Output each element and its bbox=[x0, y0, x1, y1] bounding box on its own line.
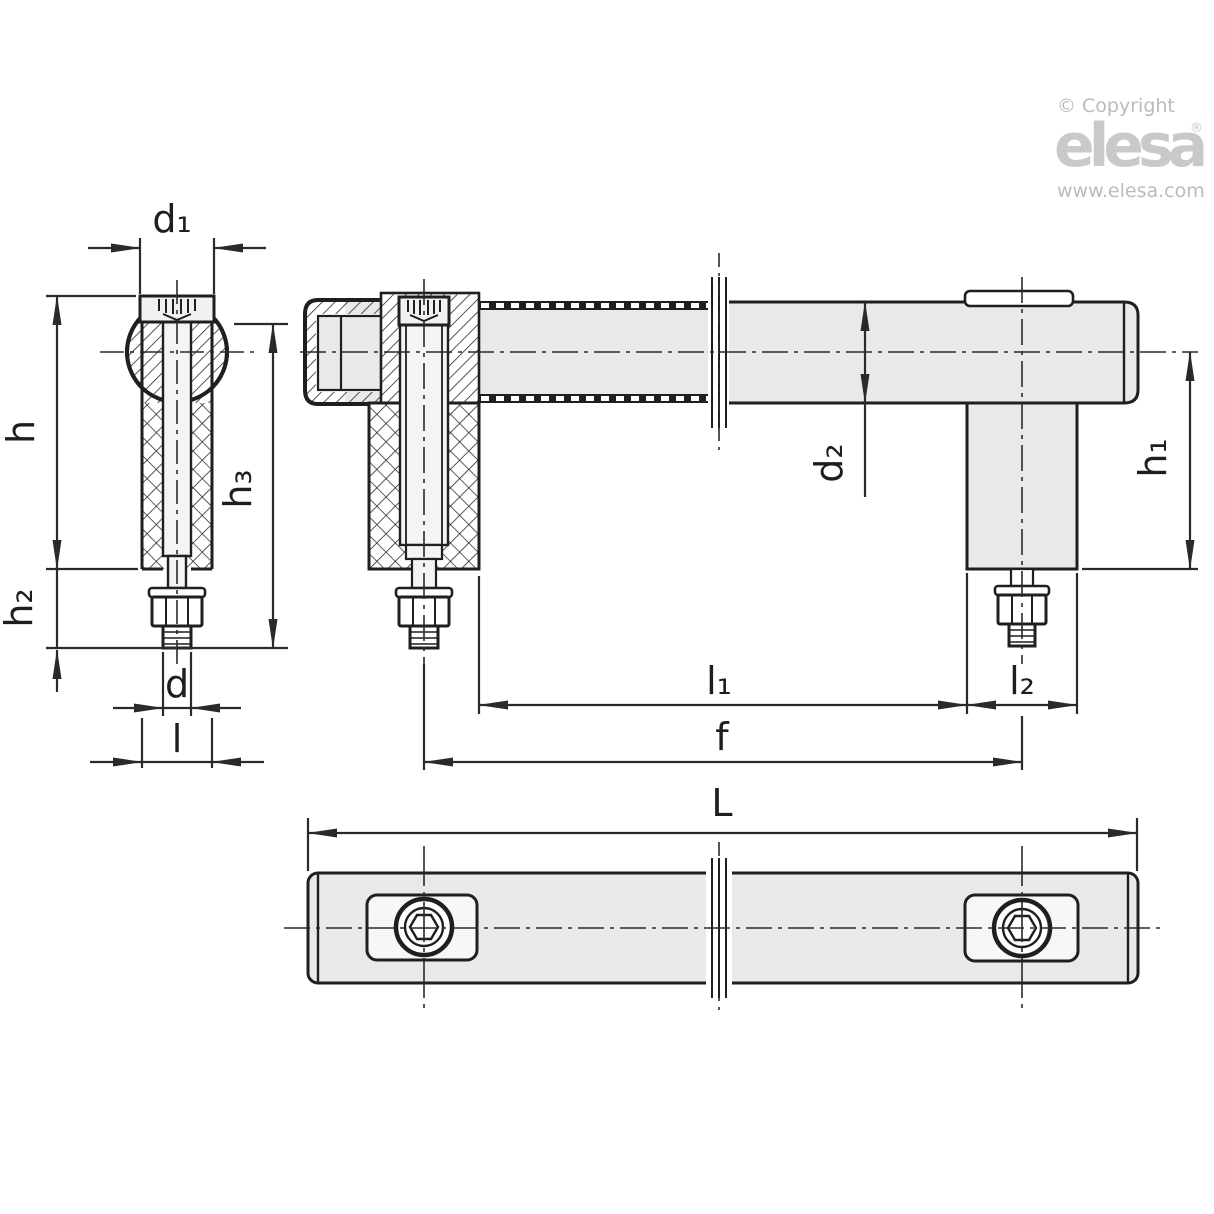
dim-h1: h₁ bbox=[1082, 351, 1198, 571]
centerlines bbox=[284, 846, 1164, 1010]
dim-h2: h₂ bbox=[0, 569, 288, 692]
dim-l1: l₁ bbox=[477, 573, 969, 714]
elesa-logo: © Copyright elesa ® www.elesa.com bbox=[1054, 95, 1210, 202]
dim-d: d bbox=[113, 652, 241, 716]
grip-knurl-bottom bbox=[479, 394, 708, 403]
dim-label-d1: d₁ bbox=[152, 197, 191, 241]
top-view bbox=[284, 842, 1164, 1014]
top-plate bbox=[963, 289, 1075, 308]
brand-wordmark: elesa bbox=[1054, 111, 1204, 181]
dim-label-l1: l₁ bbox=[706, 659, 732, 703]
side-view: d₁ h h₂ h₃ d bbox=[0, 197, 288, 768]
side-view-part bbox=[100, 280, 256, 664]
dim-label-d2: d₂ bbox=[807, 443, 851, 482]
dim-l2: l₂ bbox=[966, 573, 1079, 714]
dim-d1: d₁ bbox=[88, 197, 266, 294]
copyright-text: © Copyright bbox=[1057, 95, 1175, 117]
dim-label-l2: l₂ bbox=[1009, 659, 1035, 703]
grip-knurl-top bbox=[479, 301, 708, 310]
dim-h: h bbox=[0, 294, 138, 571]
dim-f: f bbox=[422, 664, 1024, 770]
dim-label-h3: h₃ bbox=[216, 469, 260, 508]
front-view-part bbox=[300, 253, 1198, 664]
dim-label-h: h bbox=[0, 420, 43, 444]
centerlines bbox=[300, 253, 1198, 664]
registered-trademark-icon: ® bbox=[1190, 121, 1203, 136]
hex-socket-icon bbox=[158, 299, 196, 314]
dim-label-h2: h₂ bbox=[0, 588, 41, 627]
dim-label-h1: h₁ bbox=[1131, 438, 1175, 477]
dim-label-L: L bbox=[711, 781, 732, 825]
dim-h3: h₃ bbox=[216, 322, 288, 649]
dim-l: l bbox=[90, 717, 264, 768]
dim-label-f: f bbox=[715, 715, 730, 759]
dim-label-d: d bbox=[165, 662, 189, 706]
cap-insert bbox=[316, 314, 385, 392]
website-url: www.elesa.com bbox=[1057, 180, 1205, 202]
dim-L: L bbox=[306, 781, 1139, 871]
left-screw-recess bbox=[365, 893, 479, 962]
hex-socket-icon bbox=[407, 300, 441, 315]
dim-label-l: l bbox=[172, 717, 183, 761]
front-view: d₂ h₁ l₁ l₂ f bbox=[300, 253, 1198, 871]
dim-d2: d₂ bbox=[807, 301, 870, 497]
